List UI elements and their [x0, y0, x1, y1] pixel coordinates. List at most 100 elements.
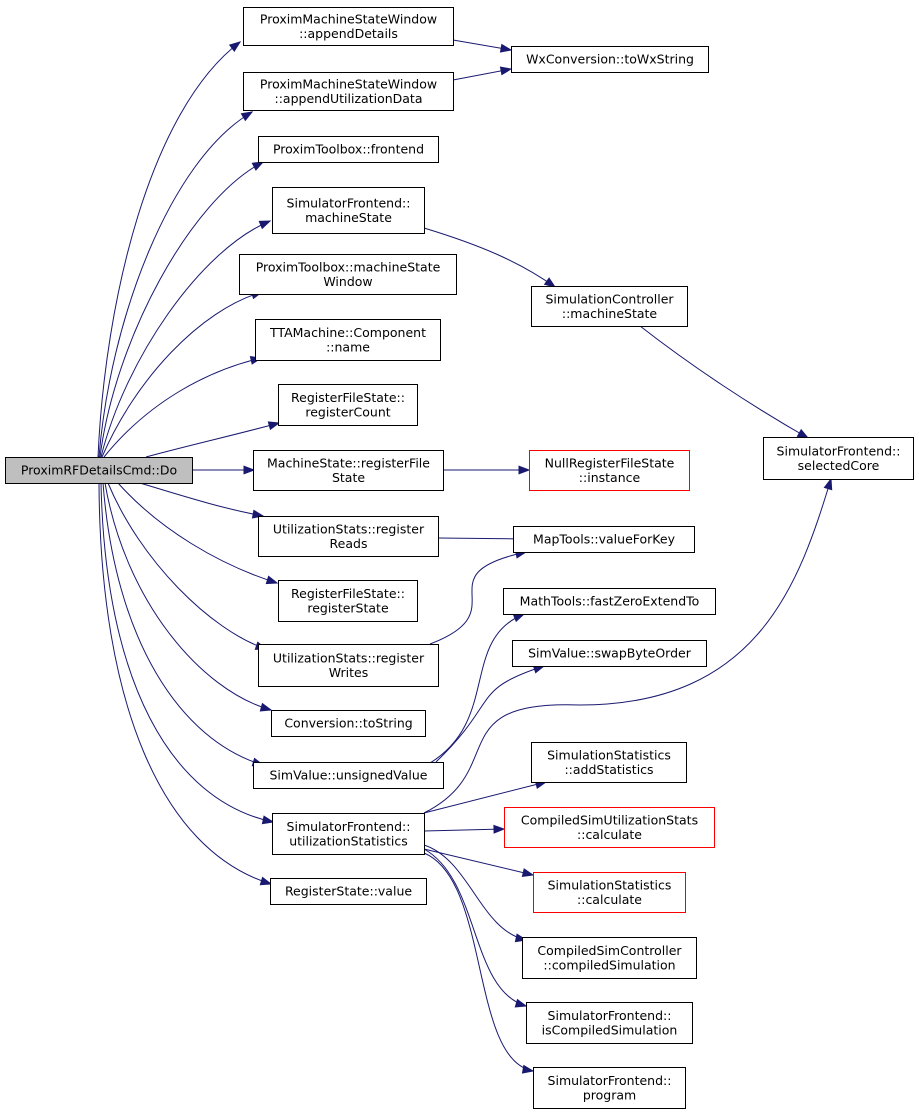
node-box[interactable]	[529, 450, 690, 491]
edge-root-to-register_state_value	[98, 482, 273, 886]
node-sf_selected_core[interactable]: SimulatorFrontend::selectedCore	[763, 437, 914, 480]
edge-arrowhead	[512, 613, 526, 623]
edge-arrowhead	[261, 815, 275, 825]
node-null_rfs_instance[interactable]: NullRegisterFileState::instance	[529, 450, 690, 491]
node-sim_value_swap[interactable]: SimValue::swapByteOrder	[512, 640, 707, 667]
edge-line	[423, 852, 534, 1072]
node-sim_value_unsigned[interactable]: SimValue::unsignedValue	[253, 762, 444, 789]
edge-arrowhead	[543, 277, 557, 288]
node-label-line: State	[332, 470, 365, 485]
node-root[interactable]: ProximRFDetailsCmd::Do	[5, 457, 193, 484]
node-box[interactable]	[272, 813, 425, 855]
node-box[interactable]	[512, 640, 707, 667]
edge-arrowhead	[259, 876, 273, 886]
node-label-line: WxConversion::toWxString	[526, 52, 694, 67]
node-label-line: isCompiledSimulation	[542, 1022, 678, 1037]
node-ss_calculate[interactable]: SimulationStatistics::calculate	[533, 872, 686, 913]
node-label-line: CompiledSimUtilizationStats	[521, 812, 698, 827]
edge-line	[423, 478, 832, 814]
edge-arrowhead	[258, 220, 272, 230]
node-box[interactable]	[258, 516, 439, 557]
node-box[interactable]	[531, 742, 687, 783]
node-label-line: utilizationStatistics	[289, 833, 408, 848]
node-rfs_register_count[interactable]: RegisterFileState::registerCount	[278, 384, 418, 426]
node-sf_is_compiled_simulation[interactable]: SimulatorFrontend::isCompiledSimulation	[526, 1002, 693, 1044]
edge-root-to-us_register_writes	[107, 482, 268, 650]
edge-arrowhead	[499, 66, 513, 76]
edge-root-to-pmsw_append_details	[97, 41, 242, 458]
edge-line	[139, 482, 264, 517]
node-label-line: ::compiledSimulation	[543, 957, 675, 972]
node-box[interactable]	[531, 286, 688, 327]
node-box[interactable]	[763, 437, 914, 480]
edge-pmsw_append_util-to-wx_to_wx_string	[452, 66, 513, 81]
node-box[interactable]	[255, 319, 441, 361]
edge-line	[99, 161, 264, 458]
node-tta_component_name[interactable]: TTAMachine::Component::name	[255, 319, 441, 361]
edge-line	[104, 482, 272, 711]
node-box[interactable]	[270, 878, 427, 905]
node-sf_machine_state[interactable]: SimulatorFrontend::machineState	[272, 187, 425, 234]
node-box[interactable]	[504, 807, 715, 848]
node-wx_to_wx_string[interactable]: WxConversion::toWxString	[511, 46, 709, 73]
node-box[interactable]	[503, 588, 716, 615]
node-label-line: SimulatorFrontend::	[548, 1073, 672, 1088]
node-box[interactable]	[533, 872, 686, 913]
node-register_state_value[interactable]: RegisterState::value	[270, 878, 427, 905]
node-box[interactable]	[253, 762, 444, 789]
node-box[interactable]	[533, 1067, 686, 1109]
node-map_tools_value_for_key[interactable]: MapTools::valueForKey	[513, 526, 695, 553]
edge-arrowhead	[518, 465, 531, 475]
edge-line	[423, 227, 556, 288]
node-label-line: SimulationStatistics	[548, 877, 672, 892]
edge-sf_utilization_statistics-to-csus_calculate	[423, 824, 506, 834]
node-label-line: registerCount	[305, 404, 390, 419]
node-proxim_toolbox_frontend[interactable]: ProximToolbox::frontend	[258, 136, 439, 163]
node-pmsw_append_details[interactable]: ProximMachineStateWindow::appendDetails	[243, 7, 454, 46]
node-box[interactable]	[278, 580, 418, 622]
node-box[interactable]	[258, 644, 439, 687]
node-label-line: MapTools::valueForKey	[533, 532, 676, 547]
node-label-line: registerState	[307, 600, 389, 615]
node-box[interactable]	[513, 526, 695, 553]
node-sc_machine_state[interactable]: SimulationController::machineState	[531, 286, 688, 327]
node-csus_calculate[interactable]: CompiledSimUtilizationStats::calculate	[504, 807, 715, 848]
node-box[interactable]	[511, 46, 709, 73]
node-box[interactable]	[258, 136, 439, 163]
node-label-line: SimValue::unsignedValue	[270, 768, 428, 783]
node-pmsw_append_util[interactable]: ProximMachineStateWindow::appendUtilizat…	[243, 72, 454, 111]
edge-line	[98, 111, 253, 458]
node-box[interactable]	[243, 72, 454, 111]
node-sf_utilization_statistics[interactable]: SimulatorFrontend::utilizationStatistics	[272, 813, 425, 855]
edge-line	[423, 848, 527, 1007]
node-box[interactable]	[526, 1002, 693, 1044]
node-csc_compiled_simulation[interactable]: CompiledSimController::compiledSimulatio…	[522, 937, 697, 979]
node-box[interactable]	[278, 384, 418, 426]
node-box[interactable]	[522, 937, 697, 979]
node-label-line: ::addStatistics	[564, 762, 653, 777]
node-conversion_to_string[interactable]: Conversion::toString	[271, 710, 426, 737]
edge-sf_utilization_statistics-to-sf_program	[423, 852, 535, 1074]
edge-sc_machine_state-to-sf_selected_core	[639, 325, 810, 439]
edge-sf_utilization_statistics-to-ss_calculate	[423, 848, 535, 877]
node-box[interactable]	[253, 450, 444, 491]
node-box[interactable]	[243, 7, 454, 46]
node-label-line: machineState	[305, 210, 392, 225]
edge-line	[435, 665, 545, 763]
node-box[interactable]	[272, 187, 425, 234]
node-sf_program[interactable]: SimulatorFrontend::program	[533, 1067, 686, 1109]
edge-arrowhead	[228, 41, 242, 52]
node-box[interactable]	[5, 457, 193, 484]
node-rfs_register_state[interactable]: RegisterFileState::registerState	[278, 580, 418, 622]
node-label-line: UtilizationStats::register	[273, 650, 425, 665]
node-label-line: ::appendDetails	[299, 26, 398, 41]
node-ss_add_statistics[interactable]: SimulationStatistics::addStatistics	[531, 742, 687, 783]
node-box[interactable]	[239, 254, 457, 295]
node-math_tools_fze[interactable]: MathTools::fastZeroExtendTo	[503, 588, 716, 615]
node-box[interactable]	[271, 710, 426, 737]
node-label-line: ProximToolbox::frontend	[273, 142, 424, 157]
